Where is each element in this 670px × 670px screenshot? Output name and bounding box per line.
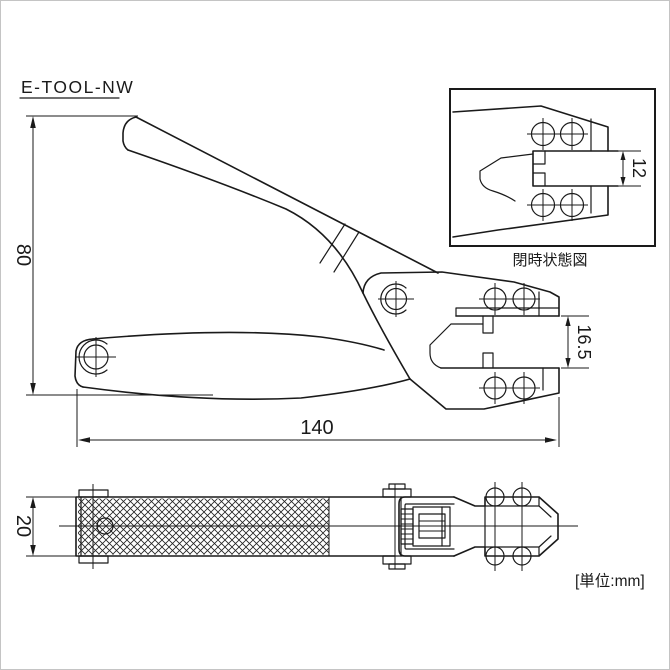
lower-handle <box>74 331 411 400</box>
dim-length-label: 140 <box>300 417 333 439</box>
head-bolt-icon <box>485 487 505 507</box>
inset-slot <box>532 150 619 187</box>
inset-lower-jaw <box>452 185 609 238</box>
end-cap-tab <box>78 489 109 498</box>
head-bolt-icon <box>512 487 532 507</box>
jaw-screw-icon <box>479 283 511 315</box>
inset-screw-icon <box>527 189 559 221</box>
bottom-view: 20 <box>12 482 578 571</box>
head-bolt-icon <box>485 546 505 566</box>
closed-state-inset: 閉時状態図 <box>449 88 656 269</box>
jaw-screw-icon <box>479 372 511 404</box>
drawing-header: E-TOOL-NW <box>19 77 134 99</box>
inset-upper-jaw <box>452 105 609 202</box>
dim-thickness-label: 20 <box>12 515 34 537</box>
dim-closed-width-label: 12 <box>629 158 649 178</box>
dim-jaw-opening: 16.5 <box>561 315 594 369</box>
dim-length-140: 140 <box>76 389 560 447</box>
pivot-screw-icon <box>378 281 414 317</box>
head-bolt-icon <box>512 546 532 566</box>
page-title: E-TOOL-NW <box>21 77 134 97</box>
inset-screw-icon <box>556 189 588 221</box>
upper-lever <box>122 116 439 294</box>
grip-body <box>75 489 396 564</box>
dim-height-80: 80 <box>12 115 213 396</box>
units-label: [単位:mm] <box>575 572 645 590</box>
neck-edge <box>362 292 411 380</box>
inset-caption: 閉時状態図 <box>512 252 587 269</box>
grip-band-line <box>319 223 346 264</box>
knurled-grip-texture <box>78 498 329 555</box>
latch-mechanism <box>398 496 455 557</box>
dim-closed-width: 12 <box>618 150 649 187</box>
head-top-view <box>453 487 559 566</box>
handle-screw-icon <box>76 337 116 377</box>
end-cap-tab <box>78 555 109 564</box>
inset-screw-icon <box>527 118 559 150</box>
jaw-screw-icon <box>508 283 540 315</box>
rivet-icon <box>96 517 114 535</box>
inset-screw-icon <box>556 118 588 150</box>
head-plate <box>362 271 560 410</box>
grip-band-line <box>333 231 360 273</box>
dim-height-label: 80 <box>12 244 34 266</box>
inset-border <box>449 88 656 247</box>
jaw-screw-icon <box>508 372 540 404</box>
main-side-view: 80 140 16.5 <box>12 115 594 447</box>
dim-jaw-opening-label: 16.5 <box>574 324 594 359</box>
dim-thickness-20: 20 <box>12 496 78 557</box>
